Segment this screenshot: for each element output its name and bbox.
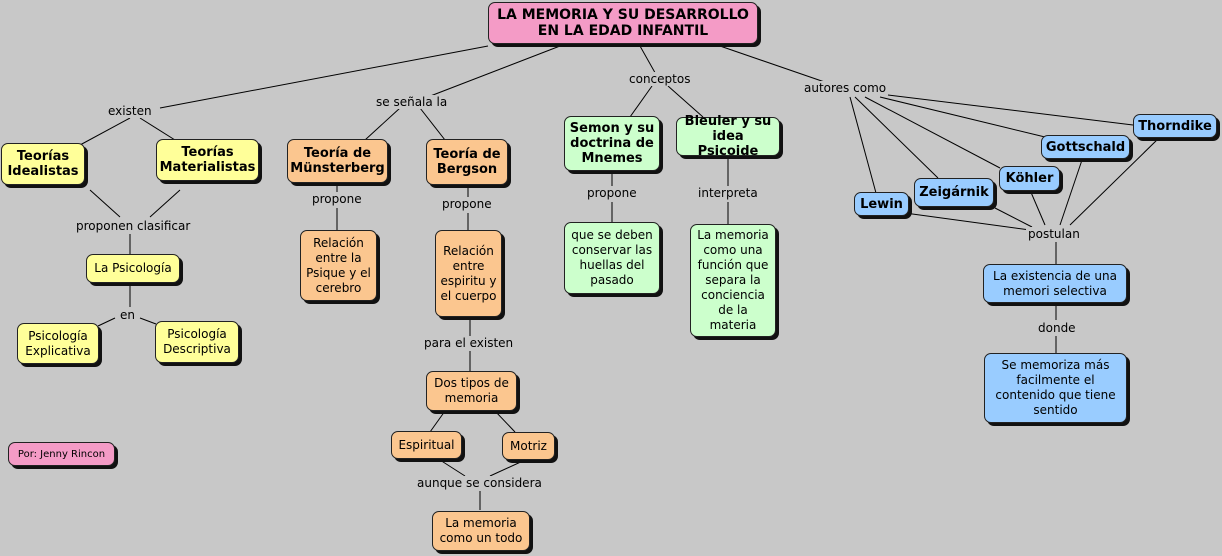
main-title-node: LA MEMORIA Y SU DESARROLLO EN LA EDAD IN… bbox=[488, 2, 758, 44]
node-bleuler-psicoide: Bleuler y su idea Psicoide bbox=[676, 114, 780, 159]
node-motriz: Motriz bbox=[502, 432, 555, 460]
node-semon-mnemes: Semon y su doctrina de Mnemes bbox=[564, 116, 660, 171]
node-teorias-materialistas: Teorías Materialistas bbox=[156, 139, 259, 181]
link-para-el-existen: para el existen bbox=[422, 336, 516, 350]
node-teoria-bergson: Teoría de Bergson bbox=[426, 139, 508, 185]
node-psicologia-descriptiva: Psicología Descriptiva bbox=[155, 321, 239, 363]
node-memoria-como-un-todo: La memoria como un todo bbox=[432, 511, 530, 551]
link-existen: existen bbox=[106, 104, 154, 118]
link-aunque-se-considera: aunque se considera bbox=[415, 476, 544, 490]
node-lewin: Lewin bbox=[854, 192, 909, 216]
node-thorndike: Thorndike bbox=[1133, 114, 1217, 138]
node-espiritual: Espiritual bbox=[391, 431, 462, 459]
link-proponen-clasificar: proponen clasificar bbox=[74, 219, 193, 233]
node-kohler: Köhler bbox=[999, 166, 1060, 191]
node-memoria-selectiva: La existencia de una memori selectiva bbox=[983, 264, 1127, 303]
node-la-psicologia: La Psicología bbox=[86, 254, 180, 283]
node-huellas-pasado: que se deben conservar las huellas del p… bbox=[564, 222, 660, 294]
link-en: en bbox=[118, 308, 137, 322]
node-memoria-funcion: La memoria como una función que separa l… bbox=[690, 224, 776, 337]
link-donde: donde bbox=[1036, 321, 1078, 335]
node-gottschald: Gottschald bbox=[1041, 135, 1130, 159]
node-relacion-psique-cerebro: Relación entre la Psique y el cerebro bbox=[300, 230, 377, 301]
node-dos-tipos-memoria: Dos tipos de memoria bbox=[426, 371, 517, 411]
node-psicologia-explicativa: Psicología Explicativa bbox=[17, 323, 99, 364]
node-relacion-espiritu-cuerpo: Relación entre espiritu y el cuerpo bbox=[435, 230, 502, 317]
node-memoriza-contenido: Se memoriza más facilmente el contenido … bbox=[984, 353, 1127, 423]
author-credit-node: Por: Jenny Rincon bbox=[8, 442, 115, 466]
link-propone-bergson: propone bbox=[440, 197, 494, 211]
link-propone-munsterberg: propone bbox=[310, 192, 364, 206]
node-teoria-munsterberg: Teoría de Münsterberg bbox=[287, 139, 388, 183]
link-se-senala-la: se señala la bbox=[374, 95, 450, 109]
link-interpreta: interpreta bbox=[696, 186, 760, 200]
node-zeigarnik: Zeigárnik bbox=[914, 178, 994, 207]
link-propone-semon: propone bbox=[585, 186, 639, 200]
link-conceptos: conceptos bbox=[627, 72, 693, 86]
link-postulan: postulan bbox=[1026, 227, 1082, 241]
node-teorias-idealistas: Teorías Idealistas bbox=[1, 143, 85, 185]
link-autores-como: autores como bbox=[802, 81, 889, 95]
